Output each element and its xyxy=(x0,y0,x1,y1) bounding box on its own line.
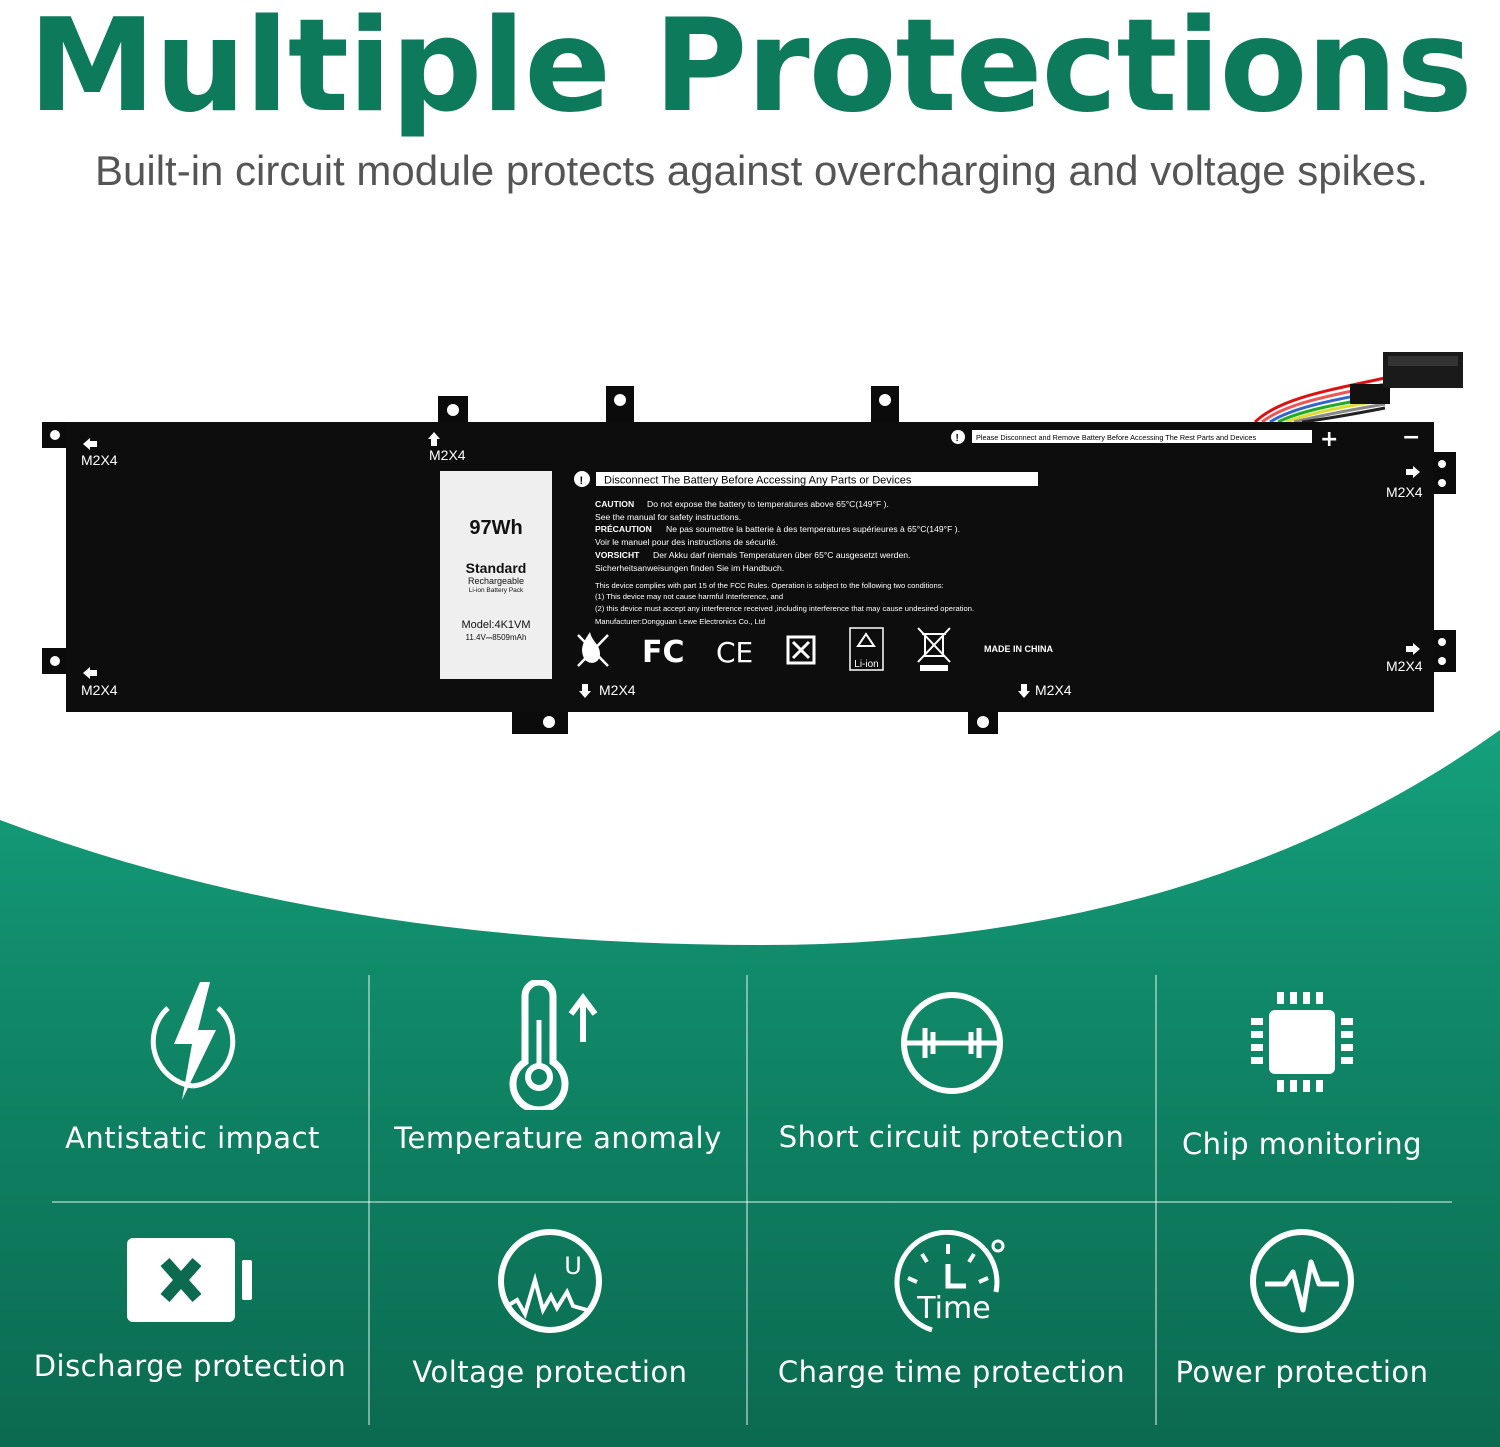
precaution-title: PRÉCAUTION xyxy=(595,524,652,534)
battery-top-notice: Please Disconnect and Remove Battery Bef… xyxy=(976,433,1256,442)
chip-icon xyxy=(1251,992,1353,1092)
feature-short-circuit: Short circuit protection xyxy=(748,988,1155,1155)
battery-type: Standard xyxy=(466,560,527,576)
caution-title: CAUTION xyxy=(595,499,634,509)
feature-label: Voltage protection xyxy=(412,1355,688,1389)
feature-power: Power protection xyxy=(1157,1226,1447,1390)
battery-plus-sign: + xyxy=(1320,427,1338,452)
feature-discharge: Discharge protection xyxy=(15,1236,365,1384)
battery-label-card xyxy=(440,471,552,679)
feature-label: Short circuit protection xyxy=(778,1120,1125,1154)
fcc-line-1: This device complies with part 15 of the… xyxy=(595,581,944,590)
antistatic-icon xyxy=(150,982,235,1100)
caution-text: Do not expose the battery to temperature… xyxy=(647,499,889,509)
feature-label: Discharge protection xyxy=(33,1349,347,1383)
feature-label: Chip monitoring xyxy=(1181,1127,1423,1161)
liion-mark: Li-ion xyxy=(854,659,878,670)
precaution-text-2: Voir le manuel pour des instructions de … xyxy=(595,537,778,547)
svg-text:!: ! xyxy=(580,475,584,487)
screw-label-right-bottom: M2X4 xyxy=(1386,658,1423,674)
battery-warning-banner: Disconnect The Battery Before Accessing … xyxy=(604,475,912,487)
battery-rating: 11.4V⎓8509mAh xyxy=(466,633,527,642)
clock-icon: Time xyxy=(893,1230,1004,1333)
battery-pack-type: Li-ion Battery Pack xyxy=(469,587,524,594)
no-fire-icon xyxy=(577,632,609,667)
made-in-label: MADE IN CHINA xyxy=(984,644,1053,654)
svg-text:U: U xyxy=(564,1252,582,1280)
short-circuit-icon xyxy=(900,992,1003,1094)
battery-connector-cable xyxy=(1253,352,1463,424)
liion-recycle-icon: Li-ion xyxy=(849,627,884,671)
screw-label-left-bottom: M2X4 xyxy=(81,682,118,698)
voltage-icon: U xyxy=(498,1229,602,1333)
battery-body xyxy=(66,422,1434,712)
screw-label-bottom-mid: M2X4 xyxy=(599,682,636,698)
fc-mark: FC xyxy=(642,635,685,670)
battery-illustration: M2X4 M2X4 M2X4 M2X4 M2X4 M2X4 M2X4 ! Ple… xyxy=(42,352,1463,734)
thermometer-icon xyxy=(509,980,598,1110)
feature-charge-time: Time Charge time protection xyxy=(748,1230,1155,1390)
fcc-line-2: (1) This device may not cause harmful In… xyxy=(595,592,783,601)
feature-label: Charge time protection xyxy=(777,1355,1126,1389)
battery-x-icon xyxy=(127,1238,252,1322)
green-band-background xyxy=(0,730,1500,1447)
feature-label: Power protection xyxy=(1175,1355,1429,1389)
feature-voltage: U Voltage protection xyxy=(365,1226,735,1390)
vorsicht-text: Der Akku darf niemals Temperaturen über … xyxy=(653,550,910,560)
screw-label-left-top: M2X4 xyxy=(81,452,118,468)
feature-label: Temperature anomaly xyxy=(394,1121,722,1155)
screw-label-top: M2X4 xyxy=(429,447,466,463)
page-subtitle: Built-in circuit module protects against… xyxy=(95,147,1429,194)
caution-text-2: See the manual for safety instructions. xyxy=(595,512,741,522)
battery-model: Model:4K1VM xyxy=(461,619,530,631)
battery-rechargeable: Rechargeable xyxy=(468,576,524,586)
feature-temperature: Temperature anomaly xyxy=(370,980,746,1156)
fcc-line-3: (2) this device must accept any interfer… xyxy=(595,604,974,613)
clock-icon-text: Time xyxy=(916,1291,990,1326)
screw-label-bottom-right: M2X4 xyxy=(1035,682,1072,698)
vorsicht-text-2: Sicherheitsanweisungen finden Sie im Han… xyxy=(595,563,784,573)
screw-label-right-top: M2X4 xyxy=(1386,484,1423,500)
feature-chip-monitoring: Chip monitoring xyxy=(1157,990,1447,1162)
manufacturer-line: Manufacturer:Dongguan Lewe Electronics C… xyxy=(595,617,765,626)
vorsicht-title: VORSICHT xyxy=(595,550,640,560)
recycle-cert-icon xyxy=(786,635,816,665)
feature-label: Antistatic impact xyxy=(65,1121,320,1155)
features-grid: Antistatic impact Temperature anomaly Sh… xyxy=(0,960,1500,1447)
battery-screw-tabs xyxy=(42,386,1456,734)
heartbeat-icon xyxy=(1250,1229,1354,1333)
ce-mark: CE xyxy=(716,636,753,669)
battery-minus-sign: − xyxy=(1402,425,1420,450)
battery-capacity: 97Wh xyxy=(469,517,522,539)
precaution-text: Ne pas soumettre la batterie à des tempe… xyxy=(666,524,960,534)
page-title: Multiple Protections xyxy=(28,0,1472,141)
no-trash-bin-icon xyxy=(917,627,951,671)
feature-antistatic: Antistatic impact xyxy=(15,978,370,1156)
svg-text:!: ! xyxy=(956,433,959,444)
